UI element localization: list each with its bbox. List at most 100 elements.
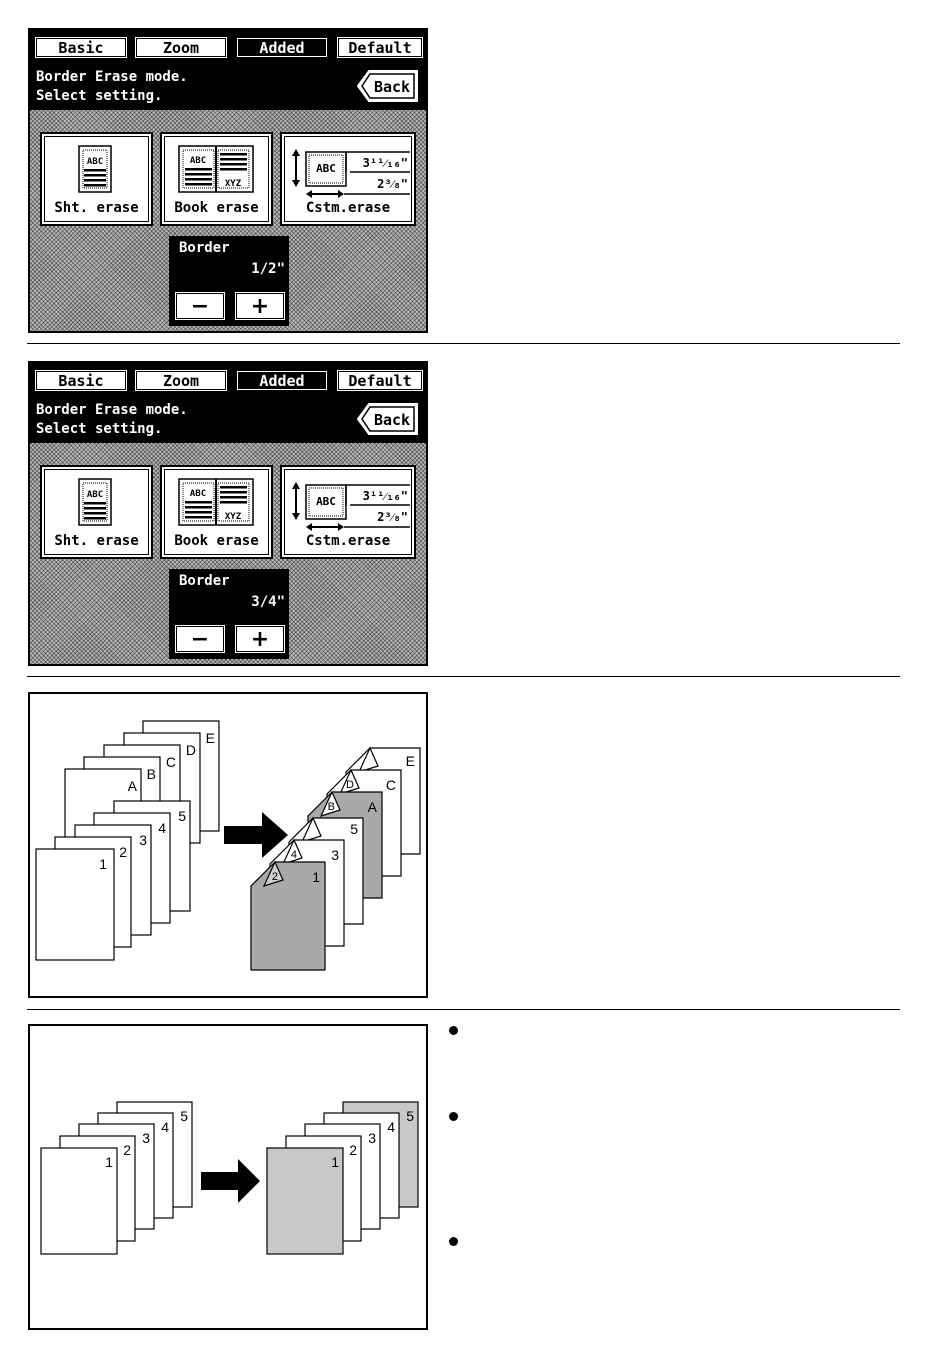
book-erase-button[interactable]: ABC XYZ Book erase [160, 132, 273, 226]
custom-top-value: 3¹¹⁄₁₆" [363, 489, 408, 503]
mode-label: Sht. erase [54, 200, 139, 216]
custom-erase-button[interactable]: ABC 3¹¹⁄₁₆" 2³⁄₈" Cstm.erase [280, 465, 416, 559]
mode-label: Cstm.erase [305, 533, 391, 549]
border-display: Border 3/4" [169, 569, 289, 619]
page-label: 2 [119, 844, 127, 860]
mode-label: Sht. erase [54, 533, 139, 549]
page-label: 5 [406, 1108, 414, 1124]
custom-side-value: 2³⁄₈" [377, 177, 408, 191]
book-erase-icon: ABC XYZ [178, 478, 254, 526]
page-label: 2 [123, 1142, 131, 1158]
tab-zoom[interactable]: Zoom [133, 35, 229, 60]
page-label: D [346, 779, 354, 791]
page-label: C [166, 754, 176, 770]
divider [27, 676, 900, 677]
plus-button[interactable]: + [233, 290, 287, 322]
page-label: 4 [161, 1119, 169, 1135]
arrow-right-icon [201, 1159, 260, 1203]
sheet-erase-button[interactable]: ABC Sht. erase [40, 465, 153, 559]
custom-erase-icon: ABC 3¹¹⁄₁₆" 2³⁄₈" [292, 149, 410, 198]
duplex-diagram: A B C D E 1 2 3 4 5 [28, 692, 428, 998]
border-title: Border [179, 240, 230, 256]
message-bar: Border Erase mode. Select setting. Back [30, 397, 426, 443]
minus-button[interactable]: − [173, 623, 227, 655]
svg-text:ABC: ABC [87, 157, 103, 167]
svg-text:ABC: ABC [316, 495, 336, 508]
border-value: 3/4" [251, 594, 285, 610]
border-display: Border 1/2" [169, 236, 289, 286]
page-label: E [206, 730, 215, 746]
message-bar: Border Erase mode. Select setting. Back [30, 64, 426, 110]
svg-text:ABC: ABC [190, 156, 206, 166]
svg-text:ABC: ABC [87, 490, 103, 500]
tab-zoom[interactable]: Zoom [133, 368, 229, 393]
page-label: 5 [180, 1108, 188, 1124]
page-label: E [406, 753, 415, 769]
page-label: 2 [349, 1142, 357, 1158]
divider [27, 343, 900, 344]
book-erase-button[interactable]: ABC XYZ Book erase [160, 465, 273, 559]
plus-button[interactable]: + [233, 623, 287, 655]
page-label: B [328, 801, 335, 813]
page-label: A [368, 799, 378, 815]
page-label: 1 [312, 869, 320, 885]
bullet-icon [449, 1026, 458, 1035]
custom-side-value: 2³⁄₈" [377, 510, 408, 524]
bullet-icon [449, 1237, 458, 1246]
page-label: 3 [142, 1130, 150, 1146]
page-label: A [128, 778, 138, 794]
svg-text:XYZ: XYZ [225, 512, 242, 522]
page-label: 4 [387, 1119, 395, 1135]
message-text: Border Erase mode. Select setting. [36, 402, 188, 437]
page-label: 3 [139, 832, 147, 848]
page-label: 5 [178, 808, 186, 824]
message-text: Border Erase mode. Select setting. [36, 69, 188, 104]
tab-basic[interactable]: Basic [33, 368, 129, 393]
touch-panel-1: Basic Zoom Added Default Border Erase mo… [28, 28, 428, 333]
page-label: C [386, 777, 396, 793]
mode-label: Book erase [174, 533, 259, 549]
border-value: 1/2" [251, 261, 285, 277]
back-button[interactable]: Back [357, 403, 419, 435]
touch-panel-2: Basic Zoom Added Default Border Erase mo… [28, 361, 428, 666]
page-label: 5 [350, 821, 358, 837]
mode-label: Cstm.erase [305, 200, 391, 216]
page-label: B [147, 766, 156, 782]
custom-top-value: 3¹¹⁄₁₆" [363, 156, 408, 170]
svg-text:XYZ: XYZ [225, 179, 242, 189]
svg-text:ABC: ABC [190, 489, 206, 499]
sheet-erase-icon: ABC [78, 478, 112, 526]
custom-erase-icon: ABC 3¹¹⁄₁₆" 2³⁄₈" [292, 482, 410, 531]
tab-basic[interactable]: Basic [33, 35, 129, 60]
custom-erase-button[interactable]: ABC 3¹¹⁄₁₆" 2³⁄₈" Cstm.erase [280, 132, 416, 226]
page-label: 1 [331, 1154, 339, 1170]
page-label: 1 [105, 1154, 113, 1170]
page-label: 3 [331, 847, 339, 863]
page-label: 4 [291, 849, 297, 861]
arrow-right-icon [224, 812, 288, 858]
tab-added[interactable]: Added [234, 368, 330, 393]
page-label: 3 [368, 1130, 376, 1146]
page-label: 2 [272, 871, 278, 883]
sheet-erase-icon: ABC [78, 145, 112, 193]
page-label: D [186, 742, 196, 758]
simplex-diagram-drawing: 1 2 3 4 5 1 2 3 4 5 [40, 1101, 419, 1255]
duplex-diagram-drawing: A B C D E 1 2 3 4 5 [35, 720, 421, 971]
tab-default[interactable]: Default [335, 368, 425, 393]
minus-button[interactable]: − [173, 290, 227, 322]
back-button[interactable]: Back [357, 70, 419, 102]
border-title: Border [179, 573, 230, 589]
simplex-diagram: 1 2 3 4 5 1 2 3 4 5 [28, 1024, 428, 1330]
mode-label: Book erase [174, 200, 259, 216]
svg-text:Back: Back [374, 411, 410, 429]
book-erase-icon: ABC XYZ [178, 145, 254, 193]
page-label: 1 [99, 856, 107, 872]
svg-text:ABC: ABC [316, 162, 336, 175]
svg-text:Back: Back [374, 78, 410, 96]
tab-added[interactable]: Added [234, 35, 330, 60]
sheet-erase-button[interactable]: ABC Sht. erase [40, 132, 153, 226]
tab-default[interactable]: Default [335, 35, 425, 60]
divider [27, 1009, 900, 1010]
bullet-icon [449, 1112, 458, 1121]
page-label: 4 [158, 820, 166, 836]
